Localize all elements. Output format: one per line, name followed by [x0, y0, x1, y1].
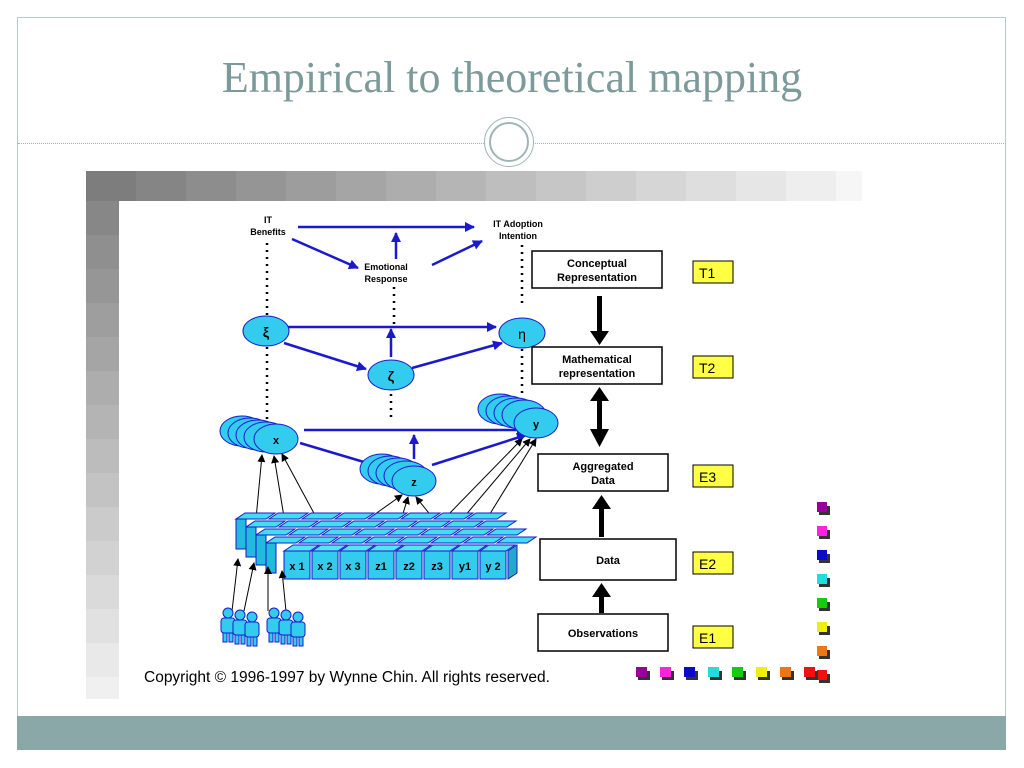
y-indicator-stack — [477, 393, 559, 439]
emotional-response-label-2: Response — [364, 274, 407, 284]
conceptual-level-box: Conceptual Representation — [531, 250, 663, 289]
mathematical-label-1: Mathematical — [562, 354, 632, 366]
observations-label: Observations — [568, 628, 638, 640]
arrow-zeta-to-eta — [411, 340, 503, 370]
conceptual-label-1: Conceptual — [567, 258, 627, 270]
xi-label: ξ — [263, 324, 270, 340]
x-indicator-stack — [219, 415, 299, 455]
cube-label: y1 — [459, 561, 471, 573]
cube-label: z3 — [431, 561, 443, 573]
observation-cube-grid: x 1 x 2 x 3 z1 z2 z3 y1 y 2 — [234, 512, 538, 580]
it-benefits-label-1: IT — [264, 215, 273, 225]
level-arrows — [590, 296, 611, 613]
x-indicator-label: x — [273, 435, 280, 447]
level-tags: T1 T2 E3 E2 E1 — [692, 260, 734, 649]
cube-label: x 3 — [345, 561, 360, 573]
data-level-box: Data — [539, 538, 677, 581]
mathematical-level-box: Mathematical representation — [531, 346, 663, 385]
arrow-x-to-z — [299, 441, 375, 468]
cube-label: z2 — [403, 561, 415, 573]
it-adoption-label-2: Intention — [499, 231, 537, 241]
z-indicator-stack — [359, 453, 437, 497]
people-to-cube-arrows — [231, 558, 287, 612]
conceptual-label-2: Representation — [557, 272, 637, 284]
mathematical-label-2: representation — [559, 368, 636, 380]
arrow-z-to-y — [431, 432, 527, 467]
mapping-figure: IT Benefits Emotional Response IT Adopti… — [86, 171, 886, 711]
aggregated-label-2: Data — [591, 475, 616, 487]
aggregated-level-box: Aggregated Data — [537, 453, 669, 492]
cube-label: x 2 — [317, 561, 332, 573]
arrow-benefits-to-emotion — [291, 237, 359, 270]
eta-node — [498, 317, 546, 349]
zeta-label: ζ — [388, 368, 395, 384]
tag-e1: E1 — [699, 630, 716, 646]
divider-ring-ornament — [484, 117, 534, 167]
xi-node — [242, 315, 290, 347]
respondent-people-group — [220, 607, 306, 647]
eta-label: η — [518, 326, 526, 342]
vertical-color-squares — [817, 502, 830, 683]
arrow-xi-to-zeta — [283, 341, 367, 372]
it-adoption-label-1: IT Adoption — [493, 219, 543, 229]
cube-label: x 1 — [289, 561, 304, 573]
gradient-frame — [86, 171, 886, 711]
zeta-node — [367, 359, 415, 391]
tag-e3: E3 — [699, 469, 716, 485]
horizontal-color-squares — [636, 667, 818, 680]
cube-label: y 2 — [485, 561, 500, 573]
y-indicator-label: y — [533, 419, 540, 431]
observations-level-box: Observations — [537, 613, 669, 652]
aggregated-label-1: Aggregated — [572, 461, 633, 473]
dotted-mapping-lines — [265, 243, 524, 423]
cube-to-indicator-arrows — [255, 438, 537, 520]
slide-title: Empirical to theoretical mapping — [221, 53, 803, 102]
copyright-text: Copyright © 1996-1997 by Wynne Chin. All… — [144, 669, 550, 686]
tag-e2: E2 — [699, 556, 716, 572]
emotional-response-label-1: Emotional — [364, 262, 408, 272]
mapping-diagram-svg: IT Benefits Emotional Response IT Adopti… — [86, 171, 886, 711]
data-label: Data — [596, 555, 621, 567]
tag-t1: T1 — [699, 265, 716, 281]
z-indicator-label: z — [411, 477, 417, 489]
it-benefits-label-2: Benefits — [250, 227, 286, 237]
cube-label: z1 — [375, 561, 387, 573]
footer-bar — [17, 716, 1006, 750]
arrow-emotion-to-adoption — [431, 239, 483, 267]
tag-t2: T2 — [699, 360, 716, 376]
